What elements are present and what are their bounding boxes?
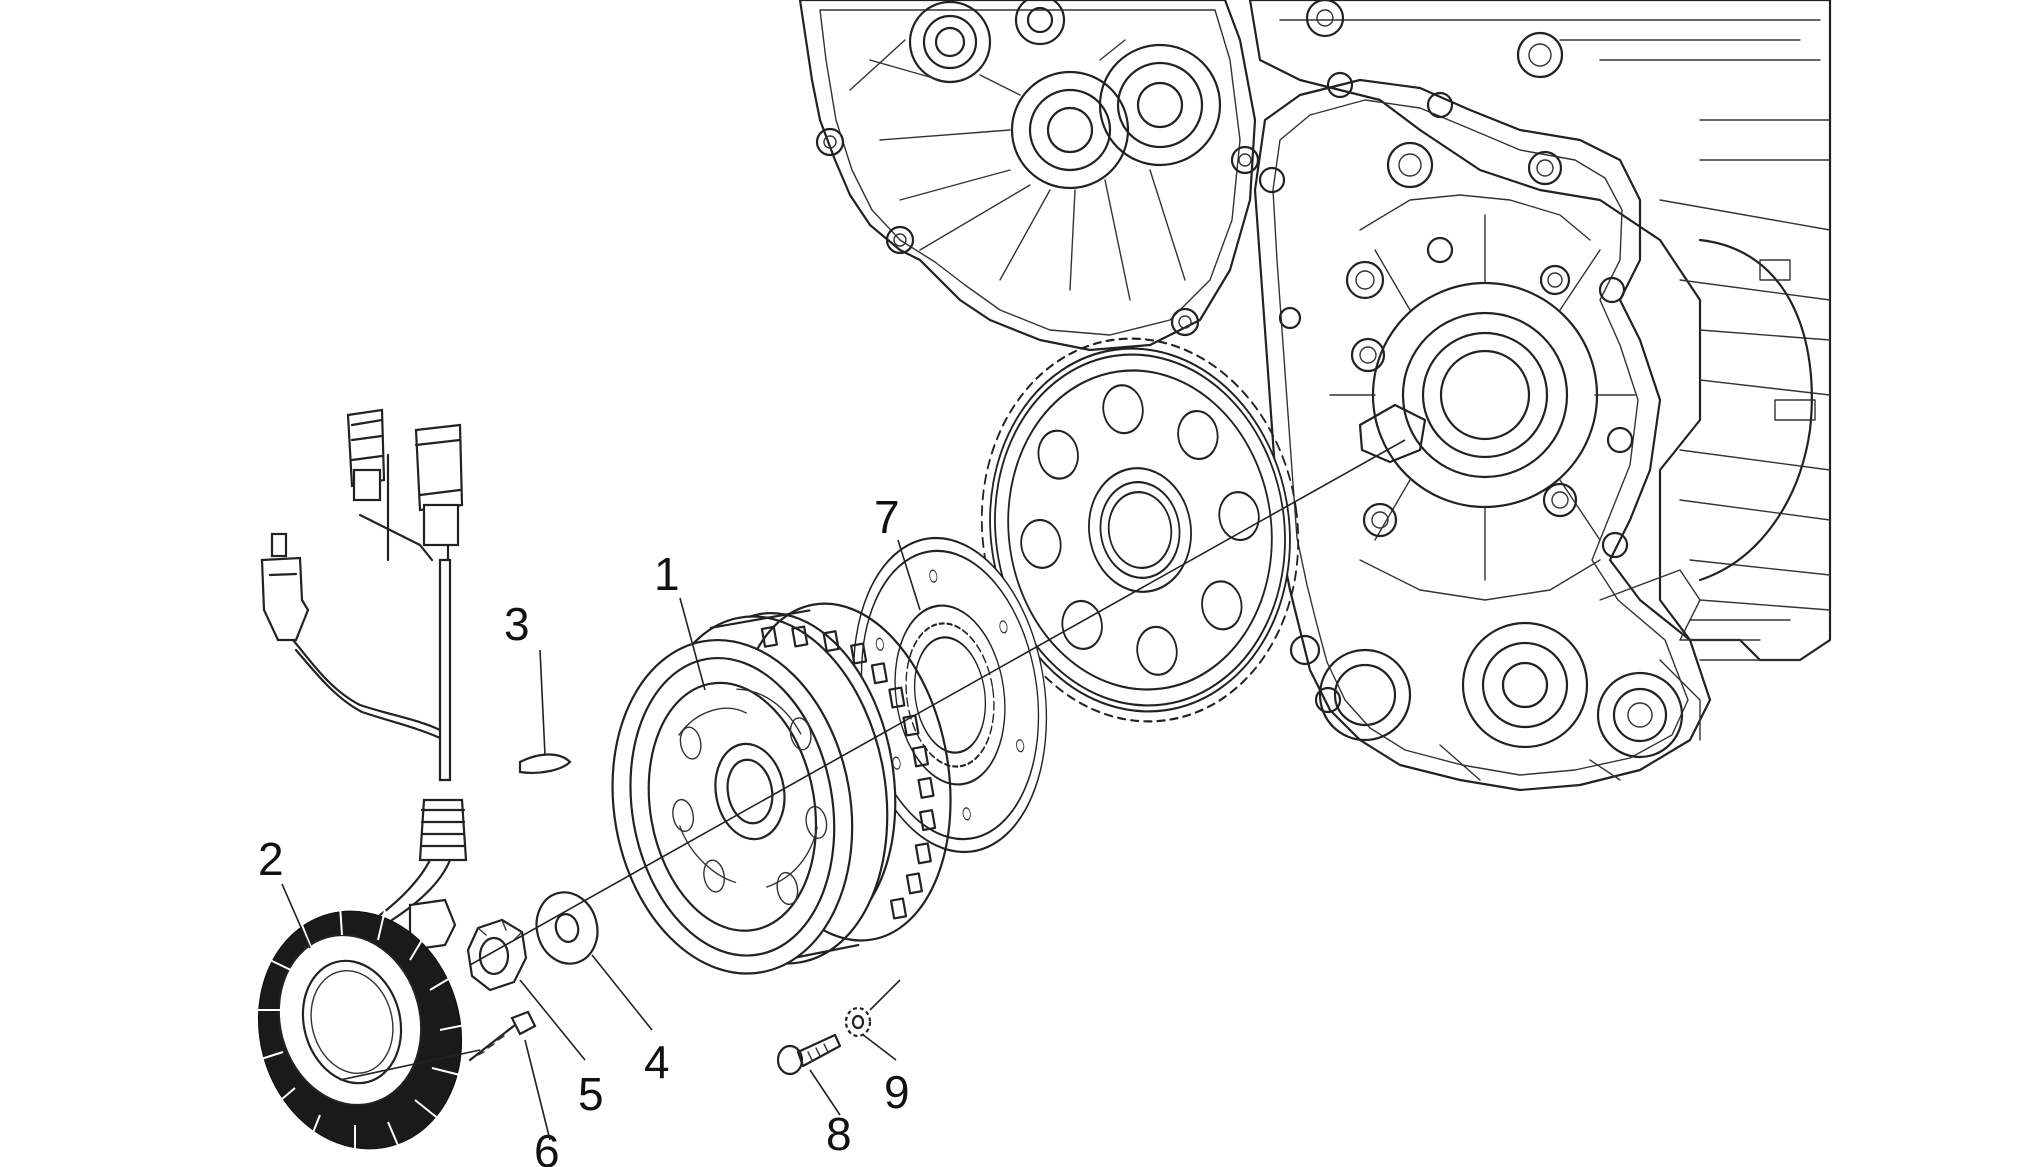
washer [535,891,599,965]
gasket-bolt-holes [1246,71,1634,714]
flywheel-bolt [776,1033,842,1076]
engine-crankcase [798,0,1832,792]
callout-9: 9 [884,1066,910,1118]
stator-assembly [257,408,468,1155]
callout-2: 2 [258,833,284,885]
callout-6: 6 [534,1125,560,1167]
connector-small [346,408,386,502]
callout-4: 4 [644,1036,670,1088]
woodruff-key [518,753,572,774]
ground-terminal [260,532,310,642]
callout-8: 8 [826,1108,852,1160]
connector-large [414,423,464,547]
lock-washer [844,1006,872,1038]
flywheel-rotor [611,602,952,975]
callout-numbers: 1 2 3 4 5 6 7 8 9 [258,491,910,1167]
assembly-lines [339,439,1406,1081]
starter-gear [980,337,1300,723]
callout-7: 7 [874,491,900,543]
leader-lines [281,539,921,1141]
hex-nut [466,918,528,992]
stator-bolt [468,1010,537,1062]
rear-bearing-bosses [908,0,1222,190]
callout-1: 1 [654,548,680,600]
callout-3: 3 [504,598,530,650]
callout-5: 5 [578,1068,604,1120]
